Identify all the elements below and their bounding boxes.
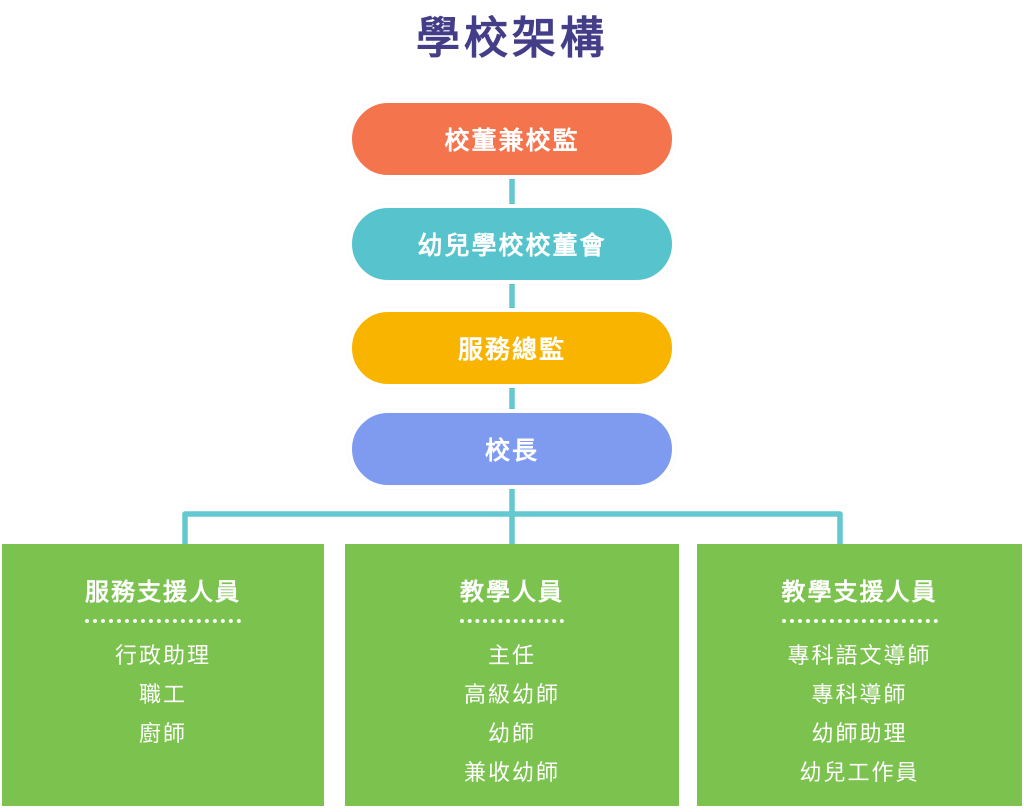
dept-teaching-staff: 教學人員 主任 高級幼師 幼師 兼收幼師	[345, 544, 679, 806]
dept-service-support-title: 服務支援人員	[85, 572, 241, 623]
dept-item: 專科導師	[811, 682, 908, 707]
node-principal-label: 校長	[484, 437, 539, 465]
dept-item: 專科語文導師	[787, 643, 932, 668]
node-supervisor-label: 校董兼校監	[444, 127, 580, 155]
dept-teaching-support-title: 教學支援人員	[781, 572, 938, 623]
dept-item: 高級幼師	[463, 682, 560, 707]
dept-teaching-title: 教學人員	[460, 572, 564, 623]
dept-item: 幼師	[487, 721, 536, 746]
dept-item: 兼收幼師	[463, 760, 560, 785]
dept-teaching-items: 主任 高級幼師 幼師 兼收幼師	[464, 643, 560, 786]
node-school-board-label: 幼兒學校校董會	[417, 232, 607, 260]
node-service-director-label: 服務總監	[457, 336, 566, 364]
dept-item: 幼兒工作員	[799, 760, 920, 785]
dept-teaching-support-staff: 教學支援人員 專科語文導師 專科導師 幼師助理 幼兒工作員	[697, 544, 1022, 806]
dept-service-support-staff: 服務支援人員 行政助理 職工 廚師	[2, 544, 324, 806]
page-title: 學校架構	[416, 14, 608, 63]
dept-service-support-items: 行政助理 職工 廚師	[115, 643, 211, 747]
dept-item: 職工	[138, 682, 187, 707]
connector-branch	[182, 511, 843, 546]
node-principal: 校長	[348, 409, 676, 489]
node-service-director: 服務總監	[348, 308, 676, 388]
dept-item: 廚師	[138, 721, 187, 746]
dept-item: 幼師助理	[811, 721, 908, 746]
dept-teaching-support-items: 專科語文導師 專科導師 幼師助理 幼兒工作員	[787, 643, 931, 786]
node-school-board: 幼兒學校校董會	[348, 204, 676, 284]
node-supervisor: 校董兼校監	[348, 99, 676, 179]
dept-item: 主任	[487, 643, 536, 668]
dept-item: 行政助理	[114, 643, 211, 668]
